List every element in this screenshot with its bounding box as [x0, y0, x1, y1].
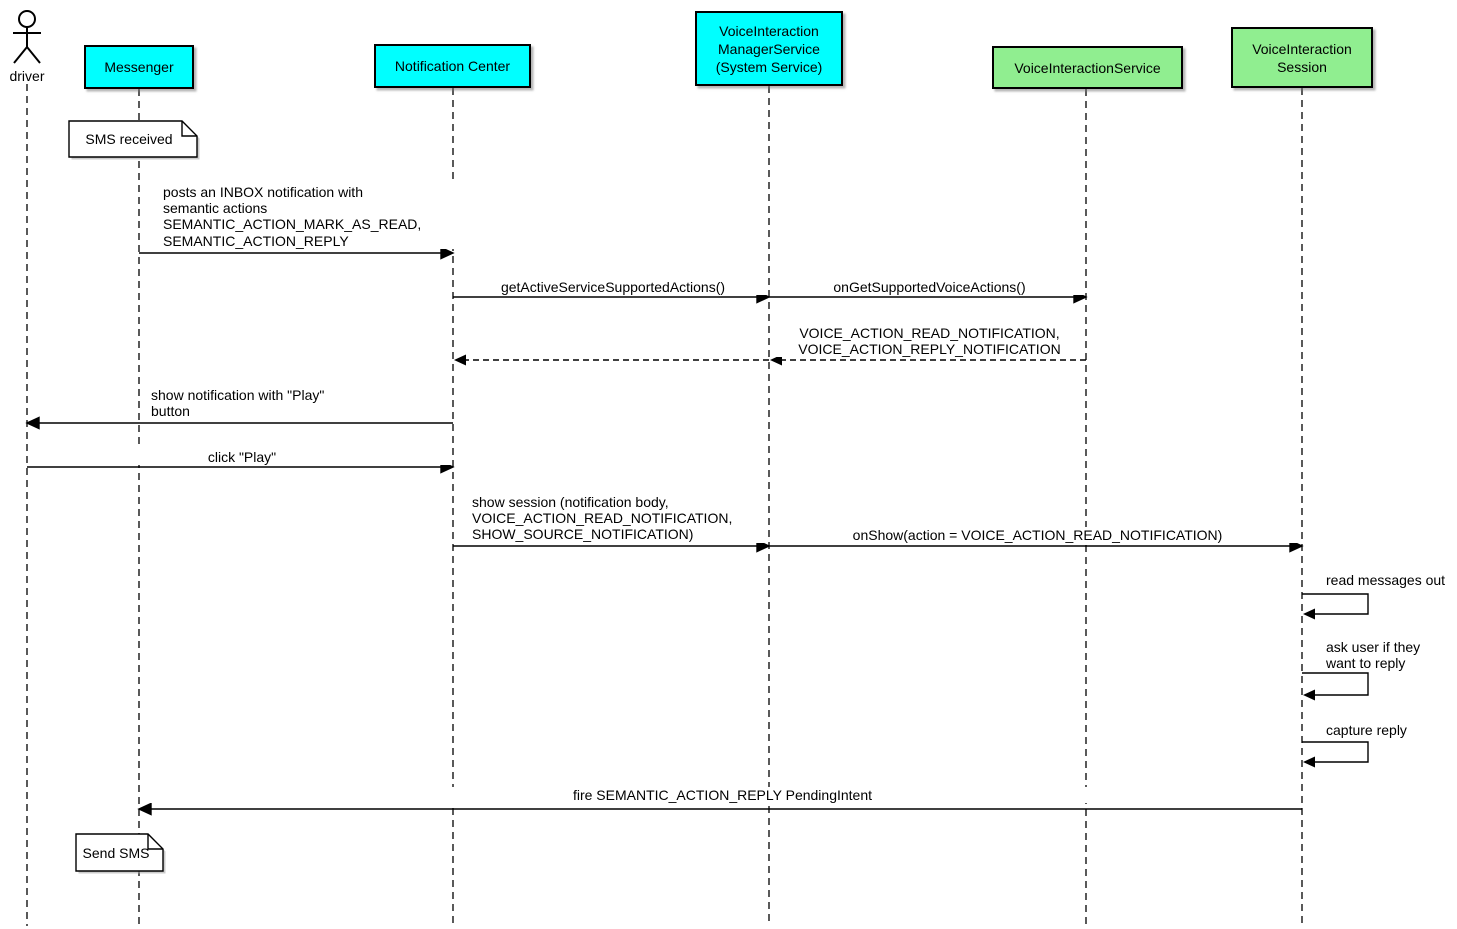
message-label-fire-reply: fire SEMANTIC_ACTION_REPLY PendingIntent: [144, 787, 1301, 804]
arrowhead-ask-user: [1303, 689, 1315, 701]
note-send-sms: Send SMS: [82, 844, 150, 861]
arrowhead-posts-inbox: [440, 246, 455, 260]
message-label-on-get-supported: onGetSupportedVoiceActions(): [774, 279, 1085, 296]
self-message-loops: [1302, 593, 1369, 763]
arrowhead-show-notification: [25, 416, 40, 430]
note-sms-received-fold-icon: [181, 121, 197, 137]
arrowhead-capture-reply: [1303, 756, 1315, 768]
note-send-sms-shape: [75, 833, 164, 872]
message-label-read-messages: read messages out: [1324, 572, 1448, 589]
self-loop-ask-user: [1302, 672, 1369, 696]
arrowhead-show-session: [756, 539, 771, 553]
participant-notification-center: Notification Center: [374, 44, 531, 88]
note-sms-received: SMS received: [85, 131, 173, 147]
message-label-ask-user: ask user if they want to reply: [1324, 639, 1423, 672]
participant-voice-interaction-service: VoiceInteractionService: [992, 46, 1183, 89]
message-label-posts-inbox: posts an INBOX notification with semanti…: [161, 184, 455, 249]
note-sms-received-shape: [68, 120, 198, 158]
participant-messenger: Messenger: [84, 45, 194, 89]
self-loop-arrowheads: [1303, 608, 1315, 768]
actor-label: driver: [9, 68, 45, 84]
arrowhead-read-messages: [1303, 608, 1315, 620]
participant-voice-interaction-session: VoiceInteraction Session: [1231, 27, 1373, 88]
lifelines: [26, 84, 1303, 926]
arrowhead-on-show: [1289, 539, 1304, 553]
self-loop-capture-reply: [1302, 741, 1369, 763]
message-label-show-session: show session (notification body, VOICE_A…: [470, 494, 764, 543]
message-label-get-active-actions: getActiveServiceSupportedActions(): [458, 279, 768, 296]
arrowhead-return-to-notification-center: [454, 354, 466, 366]
message-label-click-play: click "Play": [32, 449, 452, 466]
message-label-on-show: onShow(action = VOICE_ACTION_READ_NOTIFI…: [774, 527, 1301, 544]
message-label-capture-reply: capture reply: [1324, 722, 1409, 739]
message-label-voice-actions-return: VOICE_ACTION_READ_NOTIFICATION, VOICE_AC…: [774, 325, 1085, 358]
note-shapes: [68, 120, 200, 874]
arrowhead-fire-reply: [137, 802, 152, 816]
actor-icon: [13, 10, 41, 64]
message-label-show-notification: show notification with "Play" button: [149, 387, 403, 420]
participant-voice-interaction-manager-service: VoiceInteraction ManagerService (System …: [695, 11, 843, 86]
note-send-sms-fold-icon: [147, 834, 163, 850]
self-loop-read-messages: [1302, 593, 1369, 615]
